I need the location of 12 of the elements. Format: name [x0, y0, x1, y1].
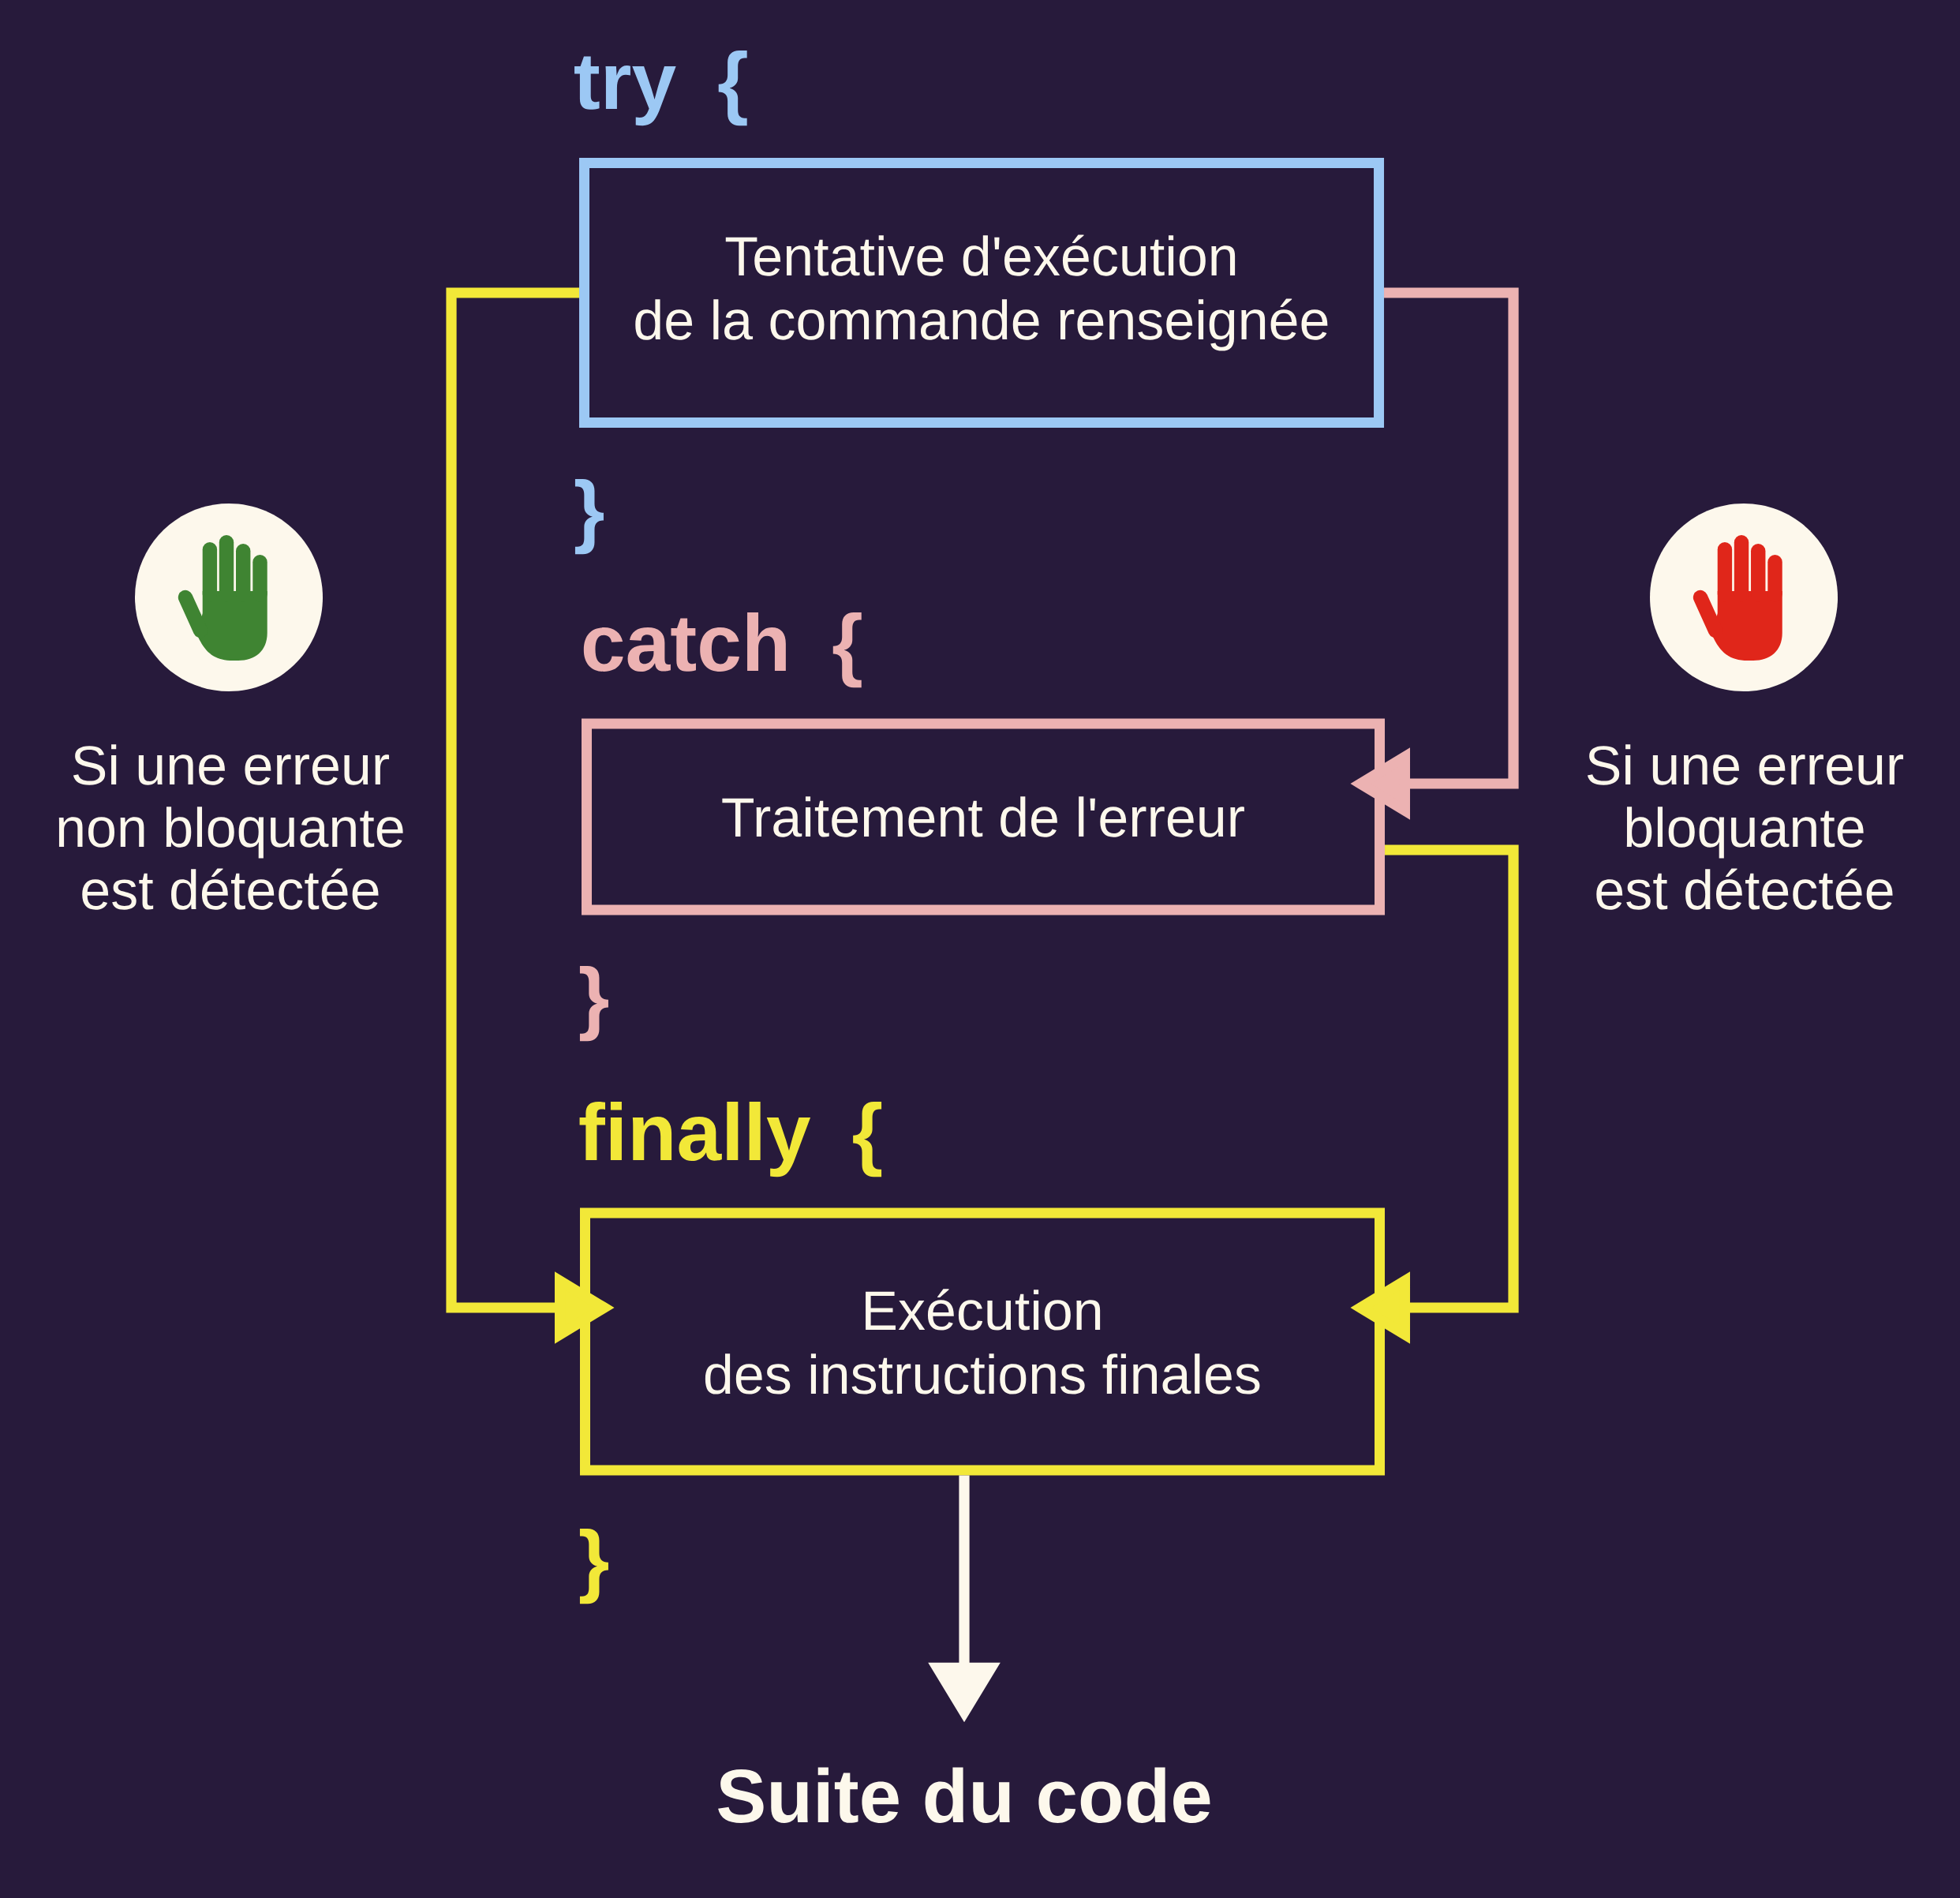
keyword-heading: try { [574, 51, 747, 126]
closing-brace: } [579, 1529, 608, 1604]
note: Si une erreur non bloquante est détectée [58, 744, 403, 910]
process-box: Tentative d'exécution de la commande renseignée [579, 158, 1385, 428]
process-box: Traitement de l'erreur [582, 718, 1385, 915]
process-box: Exécution des instructions finales [580, 1207, 1385, 1476]
end-text: Suite du code [718, 1767, 1210, 1823]
note: Si une erreur bloquante est détectée [1587, 744, 1904, 910]
keyword-heading: catch { [583, 612, 862, 688]
closing-brace: } [579, 966, 608, 1042]
keyword-heading: finally { [579, 1102, 882, 1177]
closing-brace: } [574, 479, 604, 555]
